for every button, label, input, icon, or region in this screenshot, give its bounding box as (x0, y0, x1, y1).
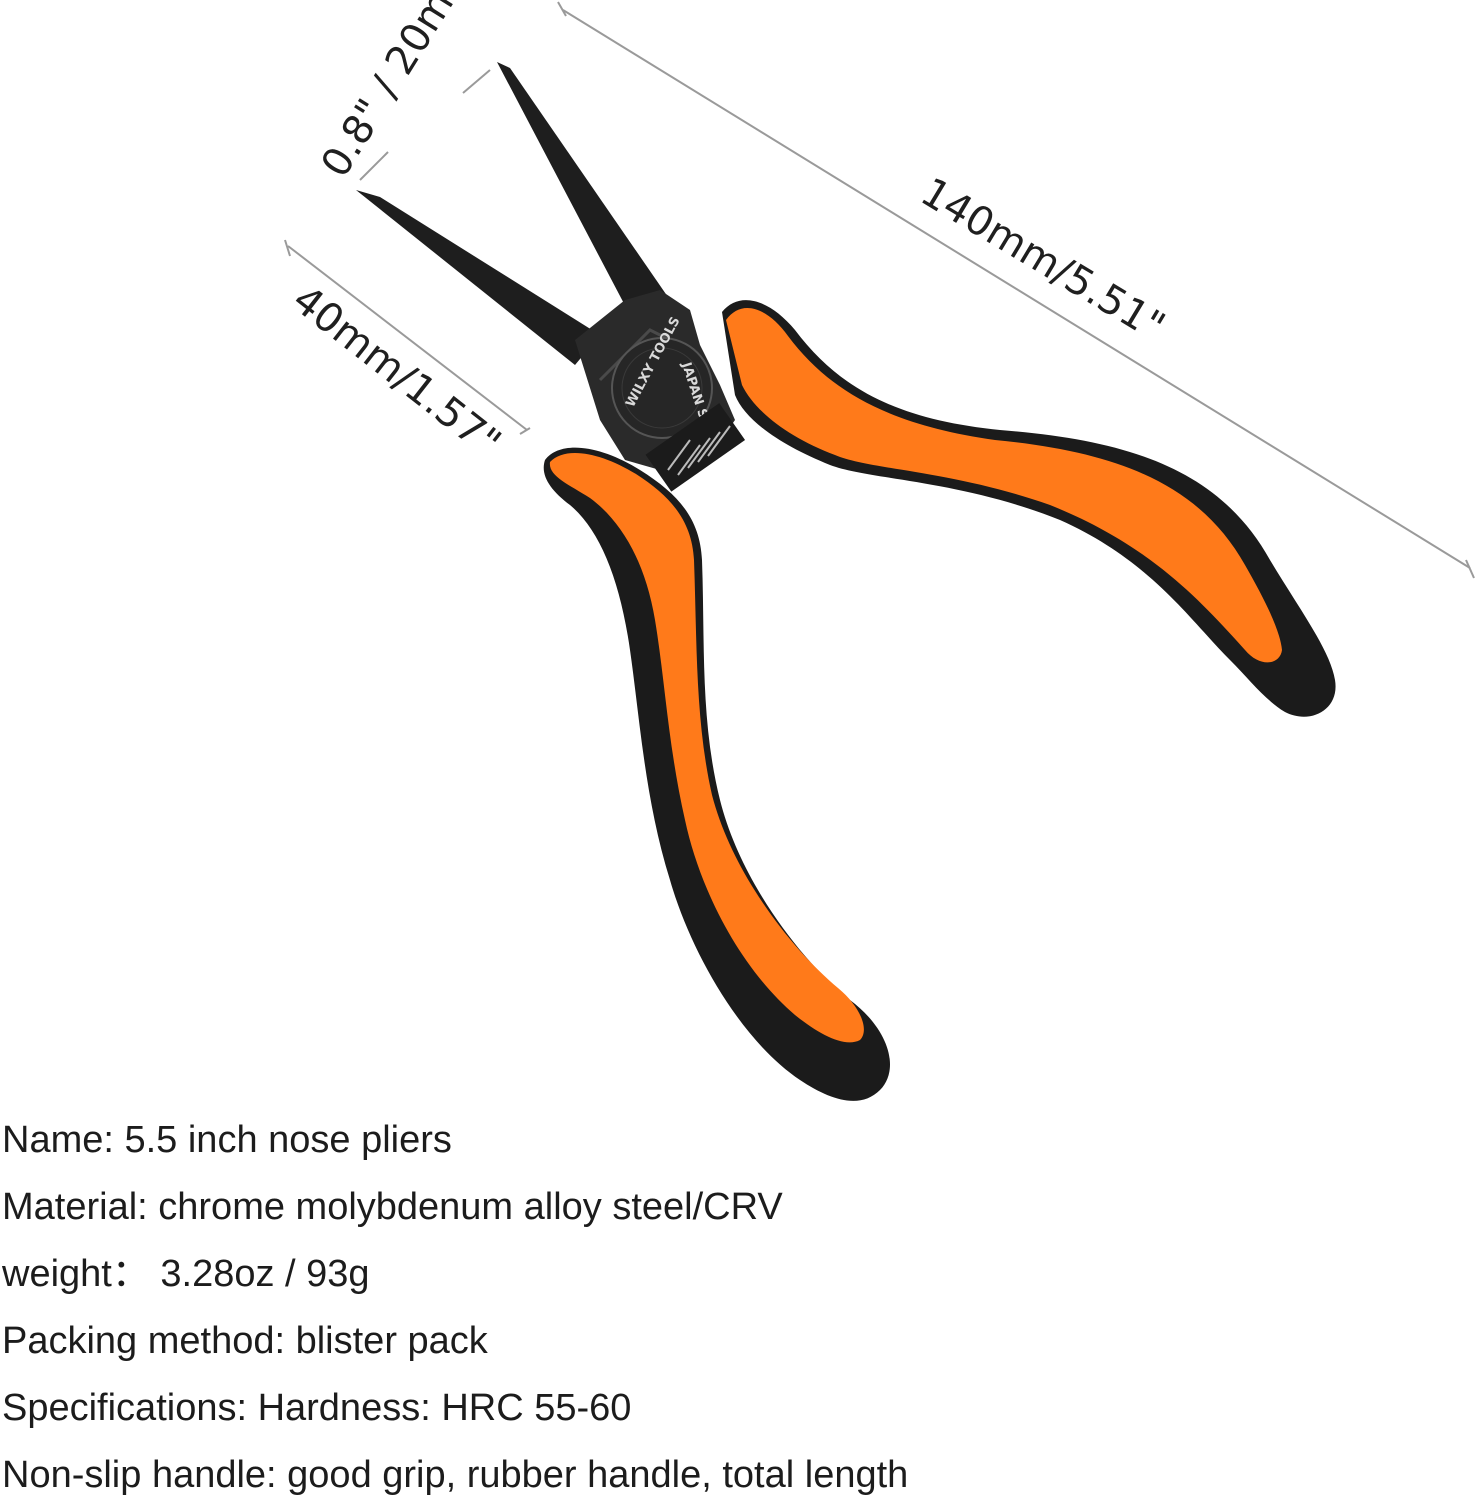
spec-weight: weight： 3.28oz / 93g (2, 1253, 370, 1295)
jaw-length-label: 40mm/1.57" (284, 277, 509, 467)
total-length-line (562, 9, 1471, 569)
total-length-label: 140mm/5.51" (913, 169, 1173, 350)
tip-width-label: 0.8" / 20mm (312, 0, 483, 185)
left-handle (543, 447, 890, 1101)
right-handle (722, 300, 1336, 717)
spec-hardness: Specifications: Hardness: HRC 55-60 (2, 1387, 632, 1429)
tip-width-tick (462, 69, 491, 94)
jaw-length-line (287, 245, 528, 431)
pivot-logo: WILXY TOOLS JAPAN STYLE (611, 314, 721, 454)
spec-handle: Non-slip handle: good grip, rubber handl… (2, 1454, 909, 1496)
pliers-spring (645, 403, 746, 492)
spec-material: Material: chrome molybdenum alloy steel/… (2, 1186, 783, 1228)
spec-list: Name: 5.5 inch nose pliers Material: chr… (2, 1107, 1472, 1509)
spec-packing: Packing method: blister pack (2, 1320, 488, 1362)
spec-name: Name: 5.5 inch nose pliers (2, 1119, 452, 1161)
dimension-lines (284, 1, 1475, 579)
pliers-illustration: 0.8" / 20mm 40mm/1.57" 140mm/5.51" WILXY… (284, 0, 1475, 1101)
